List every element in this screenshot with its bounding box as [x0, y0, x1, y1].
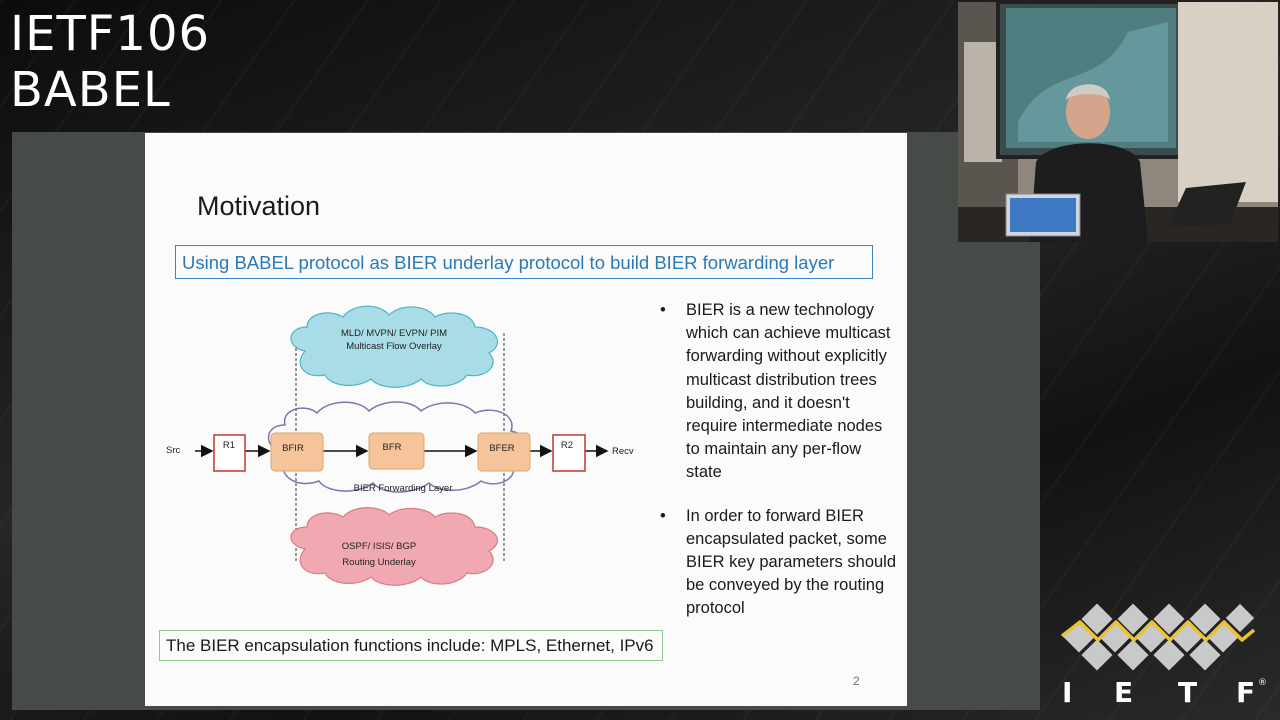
forwarding-layer-label: BIER Forwarding Layer: [354, 483, 453, 494]
ietf-letter-i: I: [1062, 676, 1073, 709]
overlay-line-2: BABEL: [10, 62, 171, 118]
bier-diagram: MLD/ MVPN/ EVPN/ PIM Multicast Flow Over…: [166, 305, 634, 586]
ietf-letter-e: E: [1114, 676, 1134, 709]
r1-label: R1: [223, 440, 235, 451]
slide-heading: Motivation: [197, 191, 321, 221]
src-label: Src: [166, 445, 181, 456]
bullet-item: • In order to forward BIER encapsulated …: [660, 505, 900, 621]
forwarding-layer-cloud: [267, 401, 528, 493]
slide-page-number: 2: [853, 674, 860, 688]
overlay-cloud-line2: Multicast Flow Overlay: [346, 341, 442, 352]
r2-box: [552, 434, 586, 472]
session-overlay-title: IETF106 BABEL: [10, 6, 210, 118]
overlay-cloud-line1: MLD/ MVPN/ EVPN/ PIM: [341, 328, 447, 339]
overlay-cloud: [290, 305, 498, 388]
presentation-slide: Motivation Using BABEL protocol as BIER …: [145, 133, 907, 706]
slide-subtitle-box: Using BABEL protocol as BIER underlay pr…: [175, 245, 873, 279]
ietf-letter-t: T: [1178, 676, 1198, 709]
bullet-list: • BIER is a new technology which can ach…: [660, 299, 900, 621]
bullet-text: In order to forward BIER encapsulated pa…: [686, 506, 897, 618]
encapsulation-box: The BIER encapsulation functions include…: [159, 630, 663, 661]
bfr-box: [368, 432, 425, 470]
ietf-letter-f: F: [1236, 676, 1256, 709]
speaker-webcam-video: [958, 2, 1278, 242]
bullet-item: • BIER is a new technology which can ach…: [660, 299, 900, 485]
underlay-cloud: [290, 507, 498, 586]
bfer-label: BFER: [489, 443, 514, 454]
underlay-cloud-line2: Routing Underlay: [342, 557, 416, 568]
bullet-dot-icon: •: [660, 506, 666, 525]
bfer-box: [477, 432, 531, 472]
bullet-dot-icon: •: [660, 301, 666, 319]
bfir-box: [270, 432, 324, 472]
r1-box: [213, 434, 246, 472]
bfr-label: BFR: [383, 442, 402, 453]
recv-label: Recv: [612, 446, 634, 457]
bfir-label: BFIR: [282, 443, 304, 454]
bullet-text: BIER is a new technology which can achie…: [686, 301, 891, 482]
registered-mark: ®: [1258, 678, 1267, 688]
webcam-frame-illustration: [958, 2, 1278, 242]
overlay-line-1: IETF106: [10, 6, 211, 62]
ietf-logo-mark: [1060, 603, 1256, 671]
underlay-cloud-line1: OSPF/ ISIS/ BGP: [342, 541, 416, 552]
r2-label: R2: [561, 440, 573, 451]
